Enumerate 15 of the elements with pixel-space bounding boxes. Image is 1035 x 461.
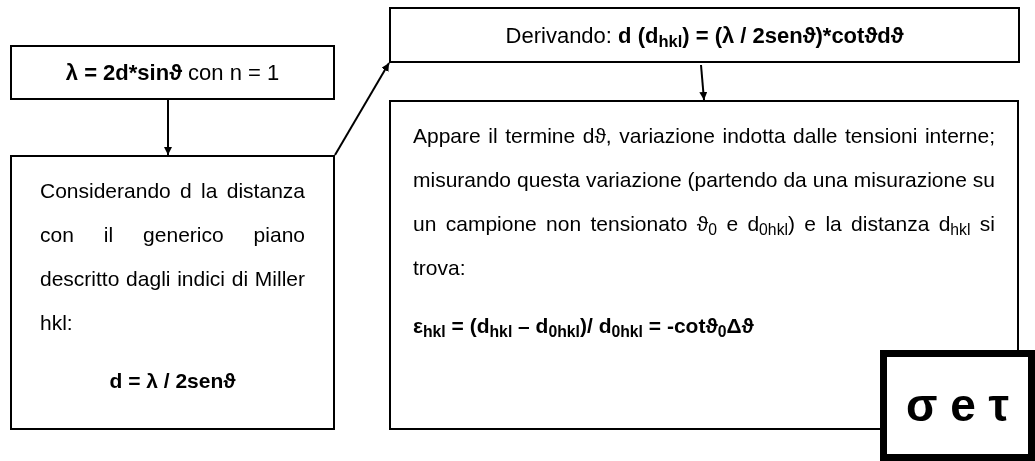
formula-box: [10, 45, 335, 100]
arrow: [699, 64, 708, 101]
symbol-box: [880, 350, 1035, 461]
arrow: [334, 62, 390, 156]
text-box: [10, 155, 335, 430]
arrow: [164, 99, 172, 156]
text-box: [389, 100, 1019, 430]
formula-text: d = λ / 2senϑ: [109, 368, 236, 394]
formula-text: ε$_{hkl}$ = (d$_{hkl}$ – d$_{0hkl}$)/ d$_{0hkl}$ = -cotϑ$_{0}$Δϑ: [413, 313, 754, 342]
formula-box: [389, 7, 1020, 63]
description-text: Appare il termine dϑ, variazione indotta dalle tensioni interne; misurando questa variazione (partendo da una misurazione su un campione non tensionato ϑ$_{0}$ e d$_{0hkl}$) e la distanza d$_{hkl}$ si trova:: [413, 123, 995, 281]
formula-text: λ = 2d*sinϑ con n = 1: [65, 59, 280, 87]
description-text: Considerando d la distanza con il generico piano descritto dagli indici di Miller hkl:: [40, 178, 305, 336]
symbol-text: σ e τ: [905, 378, 1010, 433]
formula-text: Derivando: d (d$_{hkl}$) = (λ / 2senϑ)*cotϑdϑ: [505, 21, 904, 52]
